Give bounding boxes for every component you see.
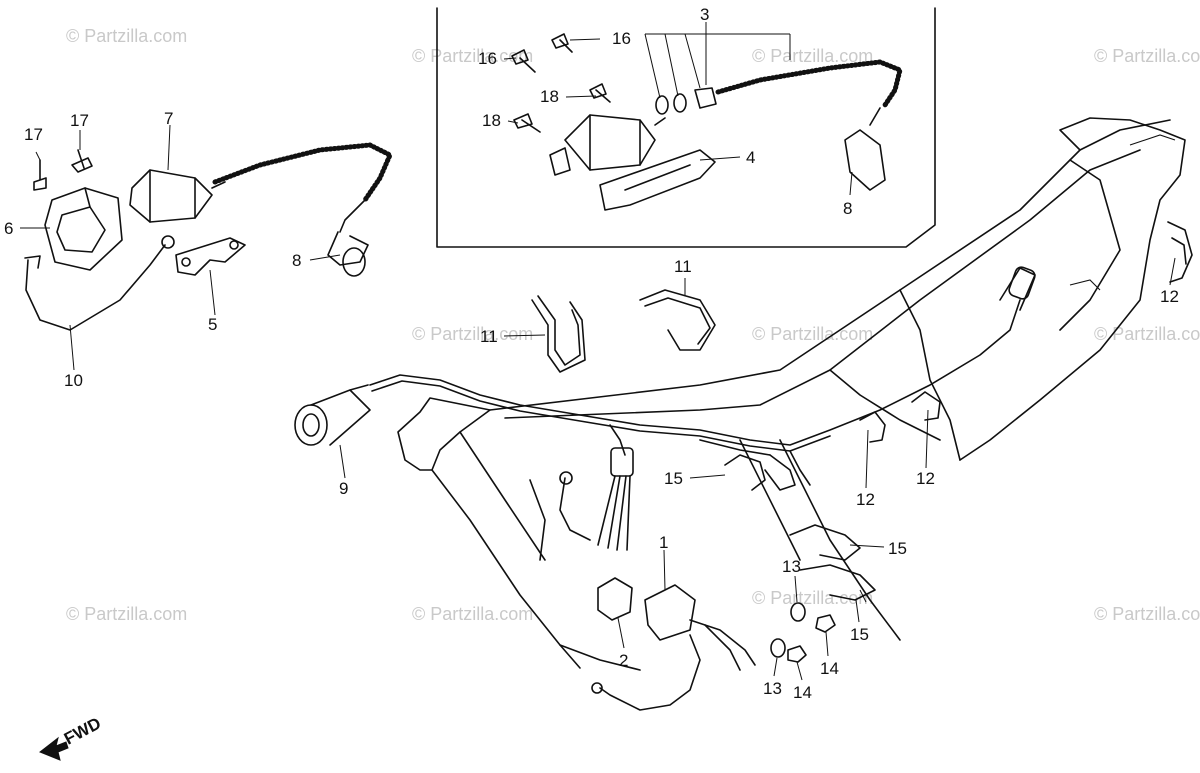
clamps: [531, 221, 1193, 601]
inset-frame: [436, 7, 936, 248]
callout-11: 11: [674, 257, 692, 276]
callout-8: 8: [292, 251, 301, 270]
callout-8: 8: [843, 199, 852, 218]
callout-13: 13: [763, 679, 782, 698]
watermark: © Partzilla.com: [752, 324, 873, 344]
ignition-coil: [129, 142, 394, 277]
taillight-socket: [294, 384, 371, 446]
regulator-unit: [591, 577, 756, 711]
watermark: © Partzilla.com: [752, 588, 873, 608]
leader-lines: [20, 22, 1176, 681]
watermark: © Partzilla.com: [66, 604, 187, 624]
callout-6: 6: [4, 219, 13, 238]
connector: [610, 447, 634, 477]
watermark: © Partzilla.com: [412, 46, 533, 66]
watermark: © Partzilla.com: [1094, 46, 1200, 66]
watermark: © Partzilla.com: [1094, 604, 1200, 624]
callout-17: 17: [70, 111, 89, 130]
bracket-5: [175, 237, 246, 276]
callout-18: 18: [540, 87, 559, 106]
callout-18: 18: [482, 111, 501, 130]
bolts-17: [33, 149, 93, 191]
watermark: © Partzilla.com: [412, 604, 533, 624]
coil-bracket: [44, 187, 123, 271]
callout-10: 10: [64, 371, 83, 390]
watermark: © Partzilla.com: [752, 46, 873, 66]
callout-17: 17: [24, 125, 43, 144]
callout-16: 16: [478, 49, 497, 68]
callout-12: 12: [856, 490, 875, 509]
callout-14: 14: [793, 683, 812, 702]
inset-coil-assembly: [511, 33, 903, 211]
callout-15: 15: [664, 469, 683, 488]
watermarks: © Partzilla.com © Partzilla.com © Partzi…: [66, 26, 1200, 624]
washers-nuts: [770, 602, 836, 663]
callout-labels: 17 17 7 6 8 5 10 9 3 16 16 18 18 4 8 11 …: [4, 5, 1179, 702]
callout-1: 1: [659, 533, 668, 552]
callout-15: 15: [888, 539, 907, 558]
watermark: © Partzilla.com: [412, 324, 533, 344]
frame-drawing: [397, 117, 1186, 671]
fwd-label: FWD: [61, 714, 104, 749]
callout-13: 13: [782, 557, 801, 576]
callout-3: 3: [700, 5, 709, 24]
callout-2: 2: [619, 651, 628, 670]
watermark: © Partzilla.com: [1094, 324, 1200, 344]
watermark: © Partzilla.com: [66, 26, 187, 46]
callout-14: 14: [820, 659, 839, 678]
forward-arrow: FWD: [39, 714, 104, 761]
callout-9: 9: [339, 479, 348, 498]
callout-5: 5: [208, 315, 217, 334]
callout-4: 4: [746, 148, 755, 167]
callout-12: 12: [916, 469, 935, 488]
callout-16: 16: [612, 29, 631, 48]
callout-11: 11: [480, 327, 498, 346]
callout-7: 7: [164, 109, 173, 128]
ground-wire: [24, 235, 175, 331]
wiring-harness: [369, 266, 1036, 551]
callout-12: 12: [1160, 287, 1179, 306]
callout-15: 15: [850, 625, 869, 644]
